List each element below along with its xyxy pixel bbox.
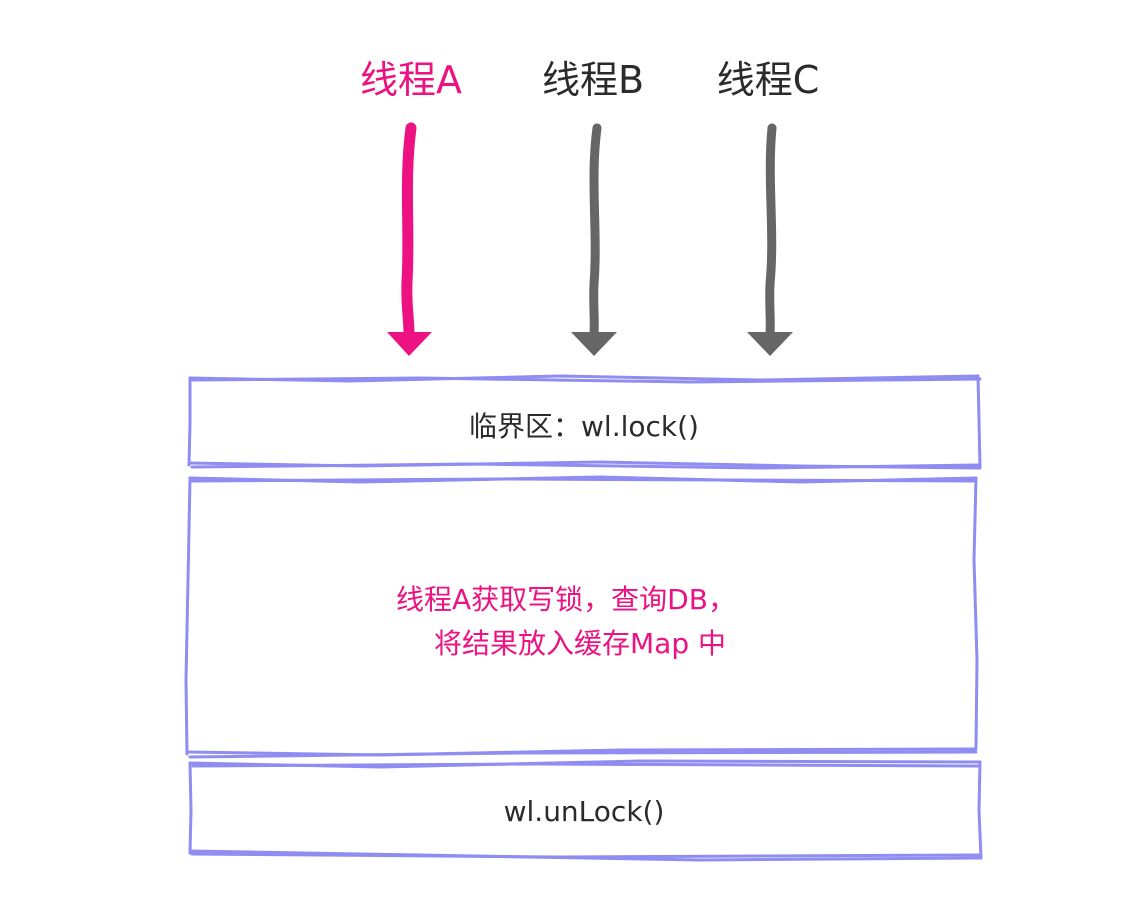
critical-section-box bbox=[187, 374, 982, 470]
arrow-thread-a bbox=[387, 122, 432, 356]
body-description-line-2: 将结果放入缓存Map 中 bbox=[434, 627, 726, 660]
thread-c-label: 线程C bbox=[716, 58, 820, 102]
arrow-thread-c bbox=[747, 123, 793, 356]
arrow-thread-a-shaft bbox=[401, 122, 417, 340]
arrow-thread-a-head bbox=[387, 332, 432, 356]
body-description: 线程A获取写锁，查询DB， 将结果放入缓存Map 中 bbox=[396, 578, 736, 666]
arrow-thread-c-shaft bbox=[765, 123, 777, 339]
unlock-label: wl.unLock() bbox=[503, 795, 665, 828]
arrow-thread-b bbox=[571, 123, 617, 356]
critical-section-label: 临界区：wl.lock() bbox=[469, 410, 699, 443]
thread-a-label: 线程A bbox=[360, 58, 462, 102]
body-box bbox=[184, 475, 979, 759]
arrow-thread-c-head bbox=[747, 332, 793, 356]
body-description-line-1: 线程A获取写锁，查询DB， bbox=[396, 583, 736, 616]
arrow-thread-b-shaft bbox=[589, 123, 602, 339]
unlock-box bbox=[188, 759, 983, 862]
thread-b-label: 线程B bbox=[541, 58, 645, 102]
arrow-thread-b-head bbox=[571, 332, 617, 356]
